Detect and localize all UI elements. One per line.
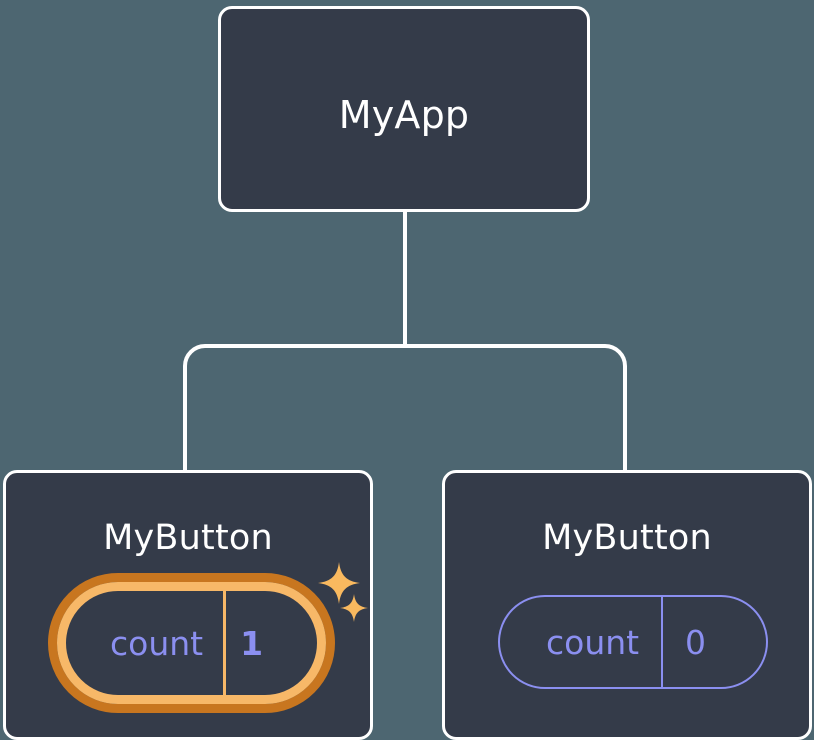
state-pill-count-highlighted[interactable]: count 1 <box>48 573 335 713</box>
state-key-label: count <box>546 622 640 662</box>
highlight-ring-outer <box>48 573 335 713</box>
state-key-label: count <box>110 623 204 663</box>
node-mybutton-right-label: MyButton <box>542 518 712 558</box>
node-mybutton-left[interactable]: MyButton count 1 <box>3 470 373 740</box>
state-pill-count[interactable]: count 0 <box>498 595 768 689</box>
connector-branch-right <box>405 344 627 472</box>
highlight-ring-inner <box>57 582 326 704</box>
node-mybutton-left-label: MyButton <box>103 518 273 558</box>
state-pill-content: count 1 <box>66 591 317 695</box>
connector-branch-left <box>183 344 405 472</box>
state-value-label: 0 <box>661 597 766 687</box>
state-value-label: 1 <box>223 591 317 695</box>
node-mybutton-right[interactable]: MyButton count 0 <box>442 470 812 740</box>
node-myapp[interactable]: MyApp <box>218 6 590 212</box>
node-myapp-label: MyApp <box>338 93 470 137</box>
